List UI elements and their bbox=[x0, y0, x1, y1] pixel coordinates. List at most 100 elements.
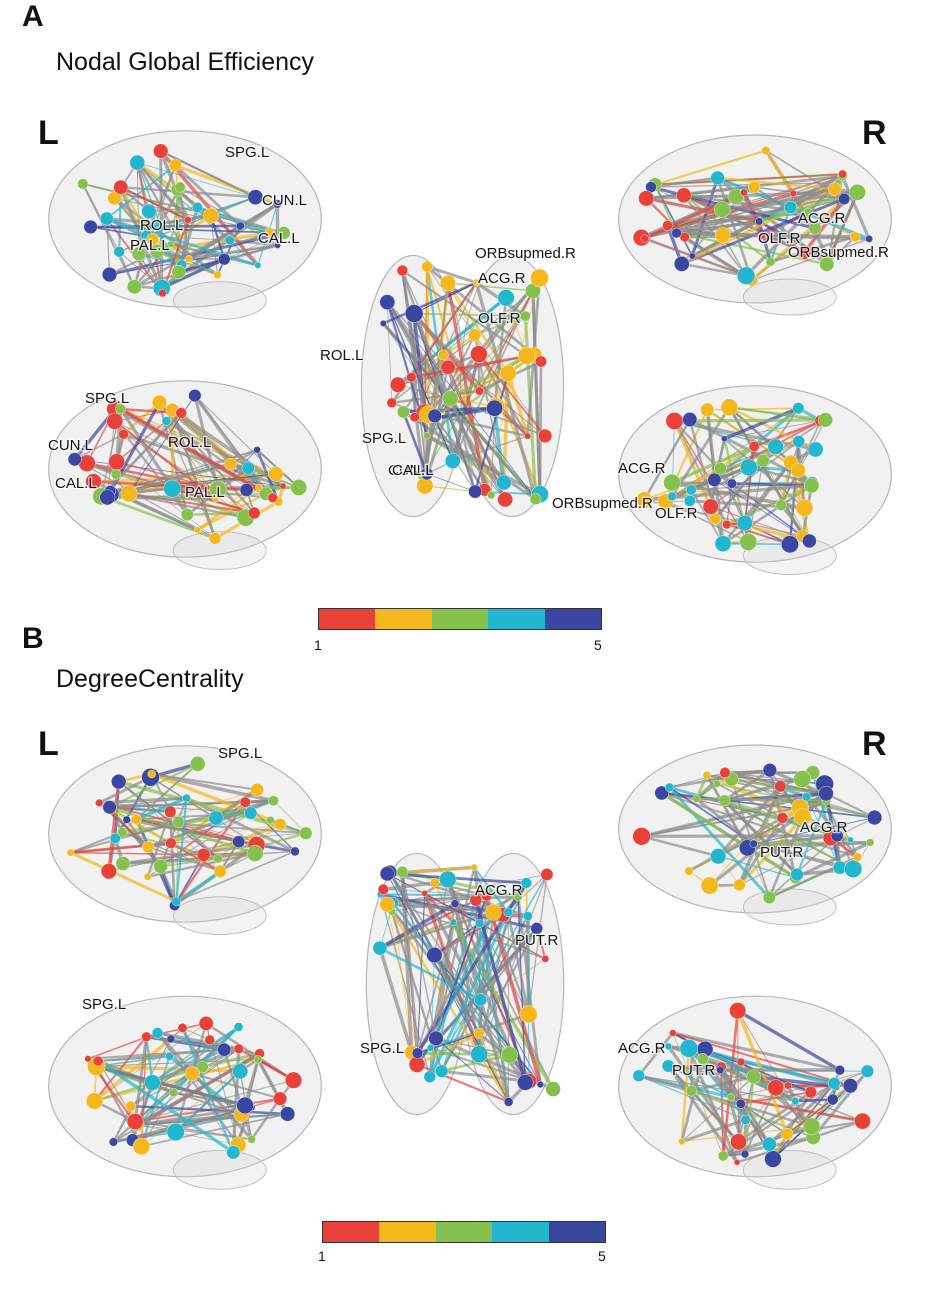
network-edge bbox=[379, 946, 482, 1001]
network-node bbox=[437, 349, 449, 361]
network-node bbox=[676, 187, 692, 204]
colorbar-min-label: 1 bbox=[318, 1248, 326, 1264]
network-node bbox=[719, 766, 731, 779]
network-edge bbox=[684, 236, 747, 277]
network-node bbox=[217, 1042, 232, 1057]
network-edge bbox=[442, 297, 507, 356]
network-node bbox=[126, 1113, 144, 1131]
network-edge bbox=[161, 257, 225, 290]
network-node bbox=[450, 899, 460, 909]
network-node bbox=[818, 785, 834, 802]
network-edge bbox=[98, 775, 152, 805]
network-node bbox=[830, 829, 844, 843]
network-edge bbox=[417, 893, 425, 1054]
node-group bbox=[635, 398, 833, 554]
network-node bbox=[749, 839, 758, 848]
network-edge bbox=[193, 395, 220, 490]
region-label: PAL.L bbox=[185, 484, 225, 501]
region-label: PUT.R bbox=[760, 844, 804, 861]
network-edge bbox=[175, 797, 188, 902]
network-node bbox=[396, 865, 409, 878]
region-label: SPG.L bbox=[362, 430, 406, 447]
network-edge bbox=[723, 768, 771, 802]
network-edge bbox=[148, 206, 198, 213]
network-node bbox=[685, 1085, 698, 1097]
network-node bbox=[849, 231, 861, 243]
network-node bbox=[828, 1077, 841, 1090]
network-node bbox=[736, 1057, 746, 1067]
network-node bbox=[167, 240, 175, 248]
network-node bbox=[662, 220, 673, 231]
network-node bbox=[736, 266, 756, 285]
network-node bbox=[429, 877, 440, 888]
network-edge bbox=[387, 301, 536, 500]
network-edge bbox=[402, 411, 429, 475]
network-node bbox=[522, 911, 533, 921]
network-node bbox=[733, 1158, 741, 1166]
network-edge bbox=[709, 772, 814, 886]
network-node bbox=[232, 835, 246, 849]
network-edge bbox=[147, 852, 256, 878]
network-node bbox=[266, 815, 275, 825]
network-node bbox=[202, 207, 219, 224]
region-label: ROL.L bbox=[320, 347, 363, 364]
network-node bbox=[83, 219, 98, 234]
network-edge bbox=[651, 182, 839, 188]
network-node bbox=[132, 1137, 151, 1156]
network-edge bbox=[637, 1032, 674, 1077]
network-edge bbox=[126, 818, 306, 835]
network-edge bbox=[638, 1074, 693, 1093]
network-node bbox=[247, 189, 264, 206]
brain-outline bbox=[48, 995, 322, 1178]
network-node bbox=[519, 1005, 538, 1024]
network-edge bbox=[412, 313, 427, 414]
network-node bbox=[253, 446, 261, 454]
network-edge bbox=[690, 489, 724, 545]
network-edge bbox=[474, 315, 526, 336]
network-edge bbox=[484, 277, 540, 490]
network-edge bbox=[505, 297, 527, 356]
network-node bbox=[803, 477, 820, 494]
network-node bbox=[155, 219, 164, 228]
network-edge bbox=[723, 406, 799, 441]
network-edge bbox=[531, 290, 542, 495]
network-node bbox=[803, 1117, 821, 1135]
network-edge bbox=[428, 911, 510, 1078]
network-edge bbox=[717, 785, 782, 858]
network-edge bbox=[716, 177, 753, 281]
network-edge bbox=[490, 408, 495, 496]
network-edge bbox=[172, 1026, 240, 1094]
network-node bbox=[497, 289, 515, 307]
network-edge bbox=[676, 231, 856, 239]
network-node bbox=[118, 428, 129, 440]
network-node bbox=[389, 376, 406, 393]
cerebellum-outline bbox=[172, 896, 267, 936]
network-node bbox=[171, 896, 182, 907]
network-edge bbox=[151, 773, 258, 791]
network-node bbox=[803, 207, 814, 218]
network-edge bbox=[379, 911, 494, 950]
network-node bbox=[113, 246, 125, 258]
region-label: CAL.L bbox=[258, 230, 300, 247]
region-label: SPG.L bbox=[218, 745, 262, 762]
network-node bbox=[182, 793, 191, 803]
network-node bbox=[747, 180, 761, 194]
network-node bbox=[781, 1128, 794, 1141]
network-node bbox=[838, 192, 851, 205]
network-edge bbox=[181, 1027, 235, 1153]
network-edge bbox=[81, 183, 136, 288]
network-node bbox=[767, 1079, 785, 1097]
region-label: CUN.L bbox=[388, 462, 433, 479]
network-node bbox=[765, 257, 776, 267]
panel-title: DegreeCentrality bbox=[56, 665, 244, 693]
region-label: CAL.L bbox=[392, 462, 434, 479]
network-node bbox=[865, 234, 874, 243]
colorbar-max-label: 5 bbox=[598, 1248, 606, 1264]
network-node bbox=[764, 1150, 782, 1168]
network-node bbox=[748, 441, 760, 452]
network-node bbox=[470, 863, 478, 872]
network-edge bbox=[179, 186, 278, 246]
network-node bbox=[716, 1065, 725, 1074]
network-edge bbox=[717, 176, 835, 191]
network-node bbox=[761, 145, 771, 155]
